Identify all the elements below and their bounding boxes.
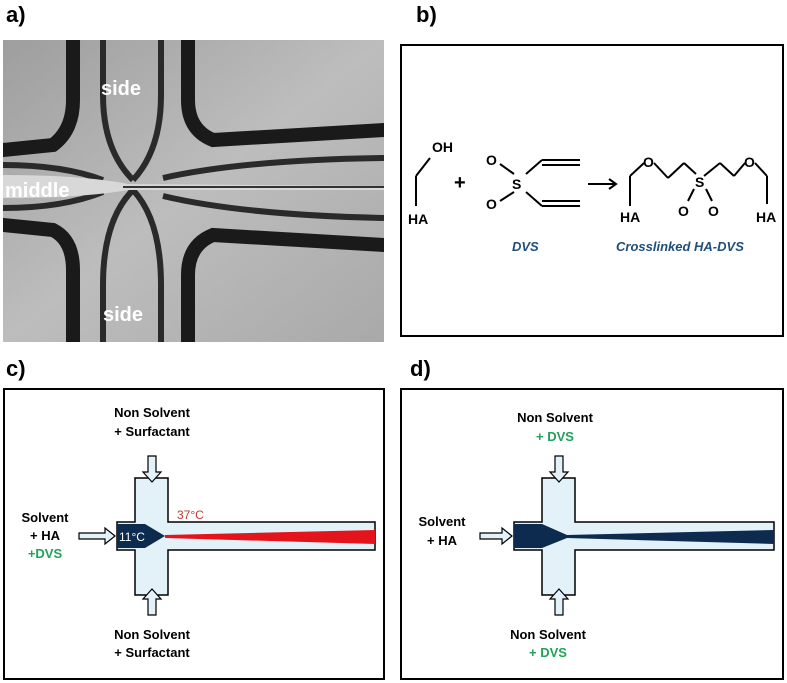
cold-temperature: 11°C — [119, 530, 145, 544]
left-inlet-line1: Solvent — [419, 514, 467, 529]
arrow-right-icon — [479, 526, 513, 546]
product-s: S — [695, 174, 704, 190]
arrow-right-icon — [78, 526, 116, 546]
microfluidic-micrograph: side middle side — [3, 40, 384, 342]
cold-solvent-stream — [117, 524, 165, 548]
panel-c-box: Non Solvent + Surfactant Non Solvent + S… — [3, 388, 385, 680]
oh-label: OH — [432, 139, 453, 155]
product-caption: Crosslinked HA-DVS — [616, 239, 744, 254]
panel-label-d: d) — [410, 356, 431, 381]
ha-label: HA — [408, 211, 428, 227]
product-o-ether-right: O — [744, 154, 755, 170]
arrow-down-icon — [141, 455, 163, 483]
product-o-sulfonyl-right: O — [708, 203, 719, 219]
hot-stream — [165, 530, 375, 544]
flow-focusing-diagram-d: Non Solvent + DVS Solvent + HA Non Solve… — [419, 410, 775, 660]
side-bottom-label: side — [103, 304, 143, 326]
arrow-down-icon — [548, 455, 570, 483]
dvs-o-top: O — [486, 152, 497, 168]
middle-label: middle — [5, 180, 69, 202]
bottom-inlet-line1: Non Solvent — [114, 627, 191, 642]
reaction-scheme: OH HA + O S O O O S O O HA HA DVS Crossl… — [408, 139, 776, 254]
dvs-s: S — [512, 176, 521, 192]
solvent-stream — [514, 524, 774, 548]
panel-label-c: c) — [6, 356, 26, 381]
dvs-o-bottom: O — [486, 196, 497, 212]
flow-focusing-diagram-c: Non Solvent + Surfactant Non Solvent + S… — [22, 405, 376, 660]
product-o-sulfonyl-left: O — [678, 203, 689, 219]
left-inlet-line3: +DVS — [28, 546, 63, 561]
arrow-up-icon — [141, 588, 163, 616]
side-top-label: side — [101, 78, 141, 100]
top-inlet-line1: Non Solvent — [114, 405, 191, 420]
arrow-up-icon — [548, 588, 570, 616]
top-inlet-line1: Non Solvent — [517, 410, 594, 425]
bottom-inlet-line1: Non Solvent — [510, 627, 587, 642]
plus-sign: + — [454, 172, 466, 194]
top-inlet-line2: + DVS — [536, 429, 574, 444]
bottom-inlet-line2: + DVS — [529, 645, 567, 660]
panel-label-a: a) — [6, 2, 26, 27]
product-ha-right: HA — [756, 209, 776, 225]
left-inlet-line2: + HA — [427, 533, 458, 548]
hot-temperature: 37°C — [177, 508, 204, 522]
left-inlet-line2: + HA — [30, 528, 61, 543]
left-inlet-line1: Solvent — [22, 510, 70, 525]
bottom-inlet-line2: + Surfactant — [114, 645, 190, 660]
dvs-caption: DVS — [512, 239, 539, 254]
panel-label-b: b) — [416, 2, 437, 27]
product-o-ether-left: O — [643, 154, 654, 170]
panel-d-box: Non Solvent + DVS Solvent + HA Non Solve… — [400, 388, 784, 680]
top-inlet-line2: + Surfactant — [114, 424, 190, 439]
product-ha-left: HA — [620, 209, 640, 225]
panel-b-box: OH HA + O S O O O S O O HA HA DVS Crossl… — [400, 44, 784, 337]
